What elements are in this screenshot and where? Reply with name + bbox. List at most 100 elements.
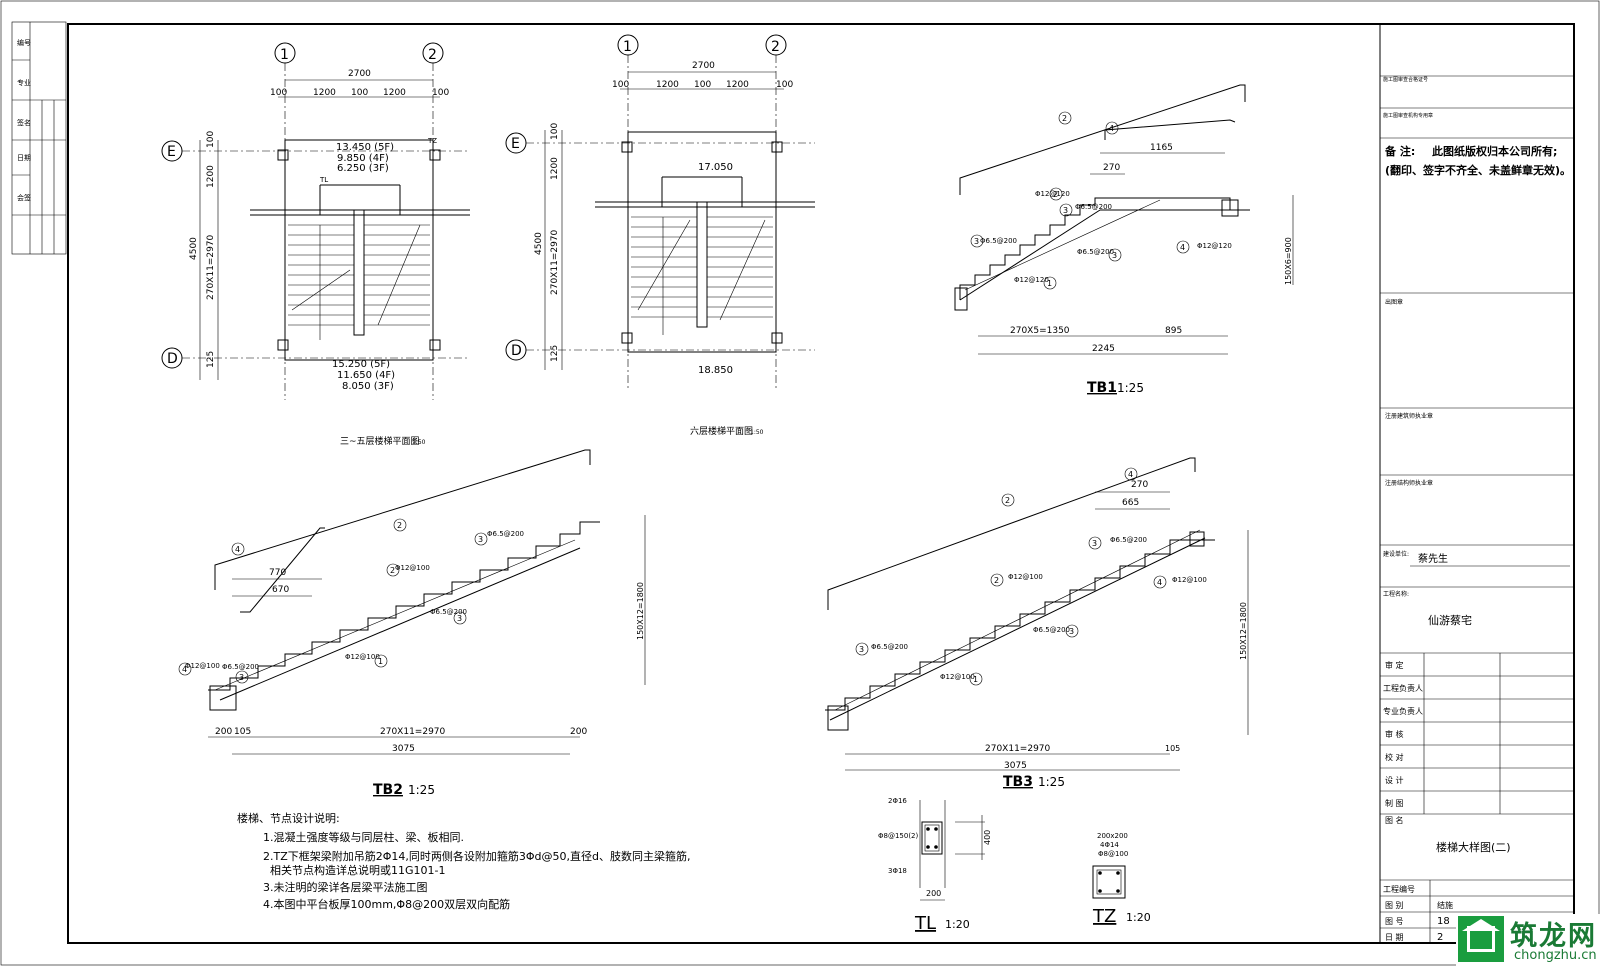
- tb-role-3: 专业负责人: [1383, 706, 1423, 716]
- tb2-section: 2 4 770 670 Φ12@100 Φ6.5@200 Φ12@100 Φ6.…: [178, 449, 646, 798]
- tb1-section: 2 4 1165 270 Φ12@120 Φ6.5@200 Φ6.5@200 Φ…: [954, 84, 1294, 396]
- left-signature-strip: 编号 专业 签名 日期 会签: [11, 21, 67, 255]
- dim-left-1200: 1200: [206, 165, 216, 188]
- tb2-dim-200a: 200: [215, 727, 232, 737]
- plan6-dim-2700: 2700: [692, 61, 715, 71]
- tb2-mark-3b: 3: [457, 614, 462, 623]
- plan35-treads: [288, 224, 430, 340]
- plan35-level-bot-4f: 11.650 (4F): [337, 370, 395, 381]
- plan6-level-bottom: 18.850: [698, 365, 733, 376]
- tb3-dim-height: 150X12=1800: [1239, 602, 1248, 660]
- tb1-mark-3a: 3: [1063, 206, 1068, 215]
- tb3-dim-105: 105: [1165, 744, 1180, 753]
- tz-detail: 200x200 4Φ14 Φ8@100 TZ 1:20: [1092, 832, 1151, 927]
- tb3-mark-4b: 4: [1157, 578, 1162, 587]
- brand-watermark: 筑龙网 chongzhu.cn: [1456, 914, 1600, 966]
- strip-label-1: 编号: [17, 38, 31, 47]
- tl-dim-400: 400: [983, 830, 992, 845]
- dim-4500: 4500: [189, 237, 199, 260]
- tb-info-1: 工程编号: [1383, 884, 1415, 894]
- plan6-dim-left-run: 270X11=2970: [550, 229, 560, 295]
- note-1: 1.混凝土强度等级与同层柱、梁、板相同.: [263, 830, 464, 844]
- tb-role-1: 审 定: [1385, 660, 1404, 670]
- tb-stamp1: 出图章: [1385, 298, 1403, 306]
- plan6-dim-1200b: 1200: [726, 80, 749, 90]
- tb1-dim-2245: 2245: [1092, 344, 1115, 354]
- tb2-rebar-4: Φ6.5@200: [430, 608, 467, 616]
- tl-top-bars: 2Φ16: [888, 797, 907, 805]
- tb2-dim-run: 270X11=2970: [380, 727, 446, 737]
- dim-100a: 100: [270, 88, 287, 98]
- tb2-dim-670: 670: [272, 585, 289, 595]
- tb1-dim-895: 895: [1165, 326, 1182, 336]
- plan6-axis-label-1: 1: [623, 39, 632, 55]
- plan6-scale: 1:50: [750, 429, 764, 436]
- tb2-dim-3075: 3075: [392, 744, 415, 754]
- plan35-level-top-5f: 13.450 (5F): [336, 142, 394, 153]
- tb3-dim-270: 270: [1131, 480, 1148, 490]
- strip-label-3: 签名: [17, 118, 31, 127]
- tb3-title: TB3: [1003, 774, 1033, 790]
- tl-stirrups: Φ8@150(2): [878, 832, 919, 840]
- strip-label-2: 专业: [17, 78, 31, 87]
- design-notes: 楼梯、节点设计说明: 1.混凝土强度等级与同层柱、梁、板相同. 2.TZ下框架梁…: [237, 811, 691, 911]
- tb3-mark-3c: 3: [859, 645, 864, 654]
- tb3-mark-3a: 3: [1092, 539, 1097, 548]
- tb2-mark-4: 4: [235, 545, 240, 554]
- tl-bottom-bars: 3Φ18: [888, 867, 907, 875]
- plan6-dim-100b: 100: [694, 80, 711, 90]
- tb2-mark-4b: 4: [182, 665, 187, 674]
- tb1-rebar-6: Φ12@120: [1014, 276, 1049, 284]
- note-4: 4.本图中平台板厚100mm,Φ8@200双层双向配筋: [263, 897, 510, 911]
- tb-info-4: 日 期: [1385, 933, 1404, 942]
- tb-role-2: 工程负责人: [1383, 683, 1423, 693]
- plan6-dim-left-1200: 1200: [550, 157, 560, 180]
- axis-label-1: 1: [280, 47, 289, 63]
- plan35-level-bot-5f: 15.250 (5F): [332, 359, 390, 370]
- plan6-dim-100a: 100: [612, 80, 629, 90]
- tb1-mark-3b: 3: [974, 237, 979, 246]
- tb3-mark-4: 4: [1128, 470, 1133, 479]
- plan35-level-top-4f: 9.850 (4F): [337, 153, 389, 164]
- tb3-rebar-3: Φ12@100: [1172, 576, 1207, 584]
- tb3-mark-2b: 2: [994, 576, 999, 585]
- tb2-rebar-5: Φ12@100: [345, 653, 380, 661]
- tb-drawing-label: 图 名: [1385, 815, 1404, 825]
- tb3-mark-3b: 3: [1069, 627, 1074, 636]
- tb-role-6: 设 计: [1385, 775, 1404, 785]
- tb-stamp2: 注册建筑师执业章: [1385, 412, 1433, 420]
- tb-row2: 施工图审查机构专用章: [1383, 112, 1433, 119]
- tb3-rebar-2: Φ12@100: [1008, 573, 1043, 581]
- tb1-dim-270: 270: [1103, 163, 1120, 173]
- tb-project-label: 工程名称:: [1383, 590, 1409, 598]
- tz-stirrups: Φ8@100: [1098, 850, 1128, 858]
- tb-row1: 施工图审查合格证号: [1383, 76, 1428, 83]
- tb3-dim-665: 665: [1122, 498, 1139, 508]
- tb1-rebar-1: Φ12@120: [1035, 190, 1070, 198]
- plan-6: 1 2 2700 100 1200 100 1200 100 E D 4500 …: [505, 34, 815, 437]
- plan6-dim-4500: 4500: [534, 232, 544, 255]
- tb3-dim-3075: 3075: [1004, 761, 1027, 771]
- strip-label-4: 日期: [17, 154, 31, 162]
- tb2-mark-2b: 2: [390, 566, 395, 575]
- dim-left-125: 125: [206, 351, 216, 368]
- plan6-dim-left-100: 100: [550, 123, 560, 140]
- plan35-level-top-3f: 6.250 (3F): [337, 163, 389, 174]
- notes-heading: 楼梯、节点设计说明:: [237, 811, 340, 825]
- tb-number: 18: [1437, 916, 1450, 927]
- tb2-scale: 1:25: [408, 783, 435, 797]
- tb1-rebar-5: Φ12@120: [1197, 242, 1232, 250]
- tl-scale: 1:20: [945, 918, 970, 931]
- tb2-title: TB2: [373, 782, 403, 798]
- tb-date: 2: [1437, 932, 1443, 943]
- tb2-rebar-1: Φ12@100: [185, 662, 220, 670]
- tb1-dim-1165: 1165: [1150, 143, 1173, 153]
- tl-title: TL: [914, 913, 936, 934]
- tb3-rebar-4: Φ6.5@200: [1033, 626, 1070, 634]
- plan6-axis-label-E: E: [511, 136, 520, 152]
- plan6-title: 六层楼梯平面图: [690, 425, 753, 437]
- tb-category: 结施: [1437, 900, 1453, 910]
- plan35-title: 三~五层楼梯平面图: [340, 435, 420, 447]
- tb3-rebar-5: Φ6.5@200: [871, 643, 908, 651]
